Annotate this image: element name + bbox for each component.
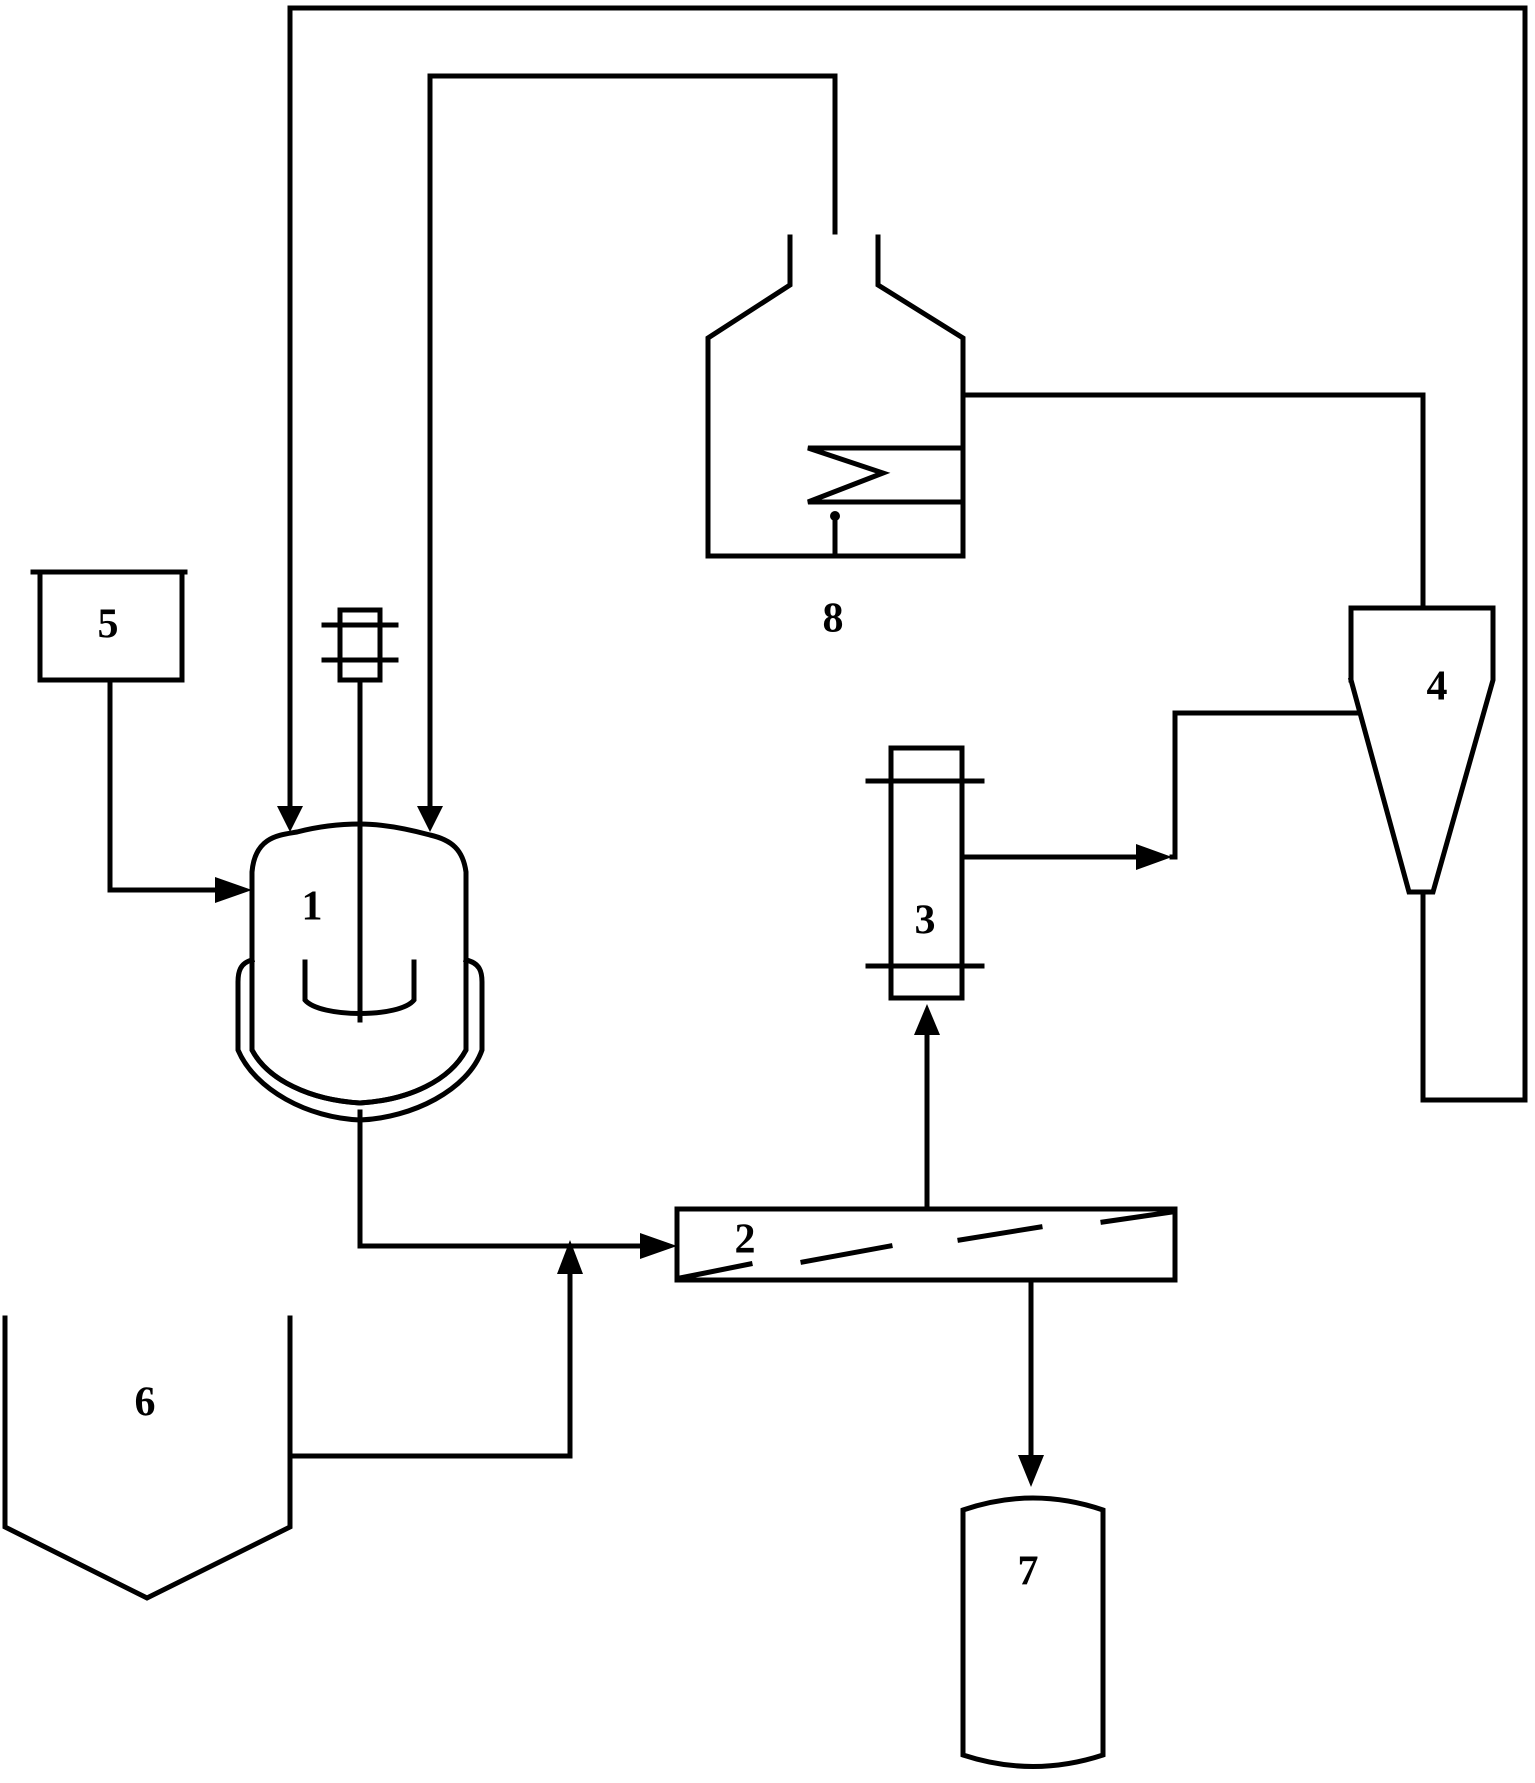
line-reactor-to-conveyor: [357, 1109, 643, 1249]
arrow-into-reactor-right: [417, 806, 443, 832]
label-4: 4: [1427, 664, 1448, 710]
arrow-into-tank: [1018, 1455, 1044, 1487]
label-7: 7: [1018, 1549, 1039, 1595]
product-tank-7: [960, 1495, 1106, 1769]
label-1: 1: [302, 884, 323, 930]
arrow-into-reactor-left: [277, 806, 303, 832]
feed-tank-5: [30, 569, 188, 683]
line-scrubber-to-cyclone: [960, 392, 1426, 608]
reactor-1: [235, 607, 485, 1123]
line-hopper-to-conveyor: [287, 1269, 573, 1459]
recycle-line-inner: [427, 73, 838, 811]
label-6: 6: [135, 1380, 156, 1426]
arrow-into-cyclone-riser: [1136, 844, 1172, 870]
scrubber-8: [705, 234, 966, 559]
label-2: 2: [735, 1217, 756, 1263]
screw-conveyor-2: [674, 1206, 1178, 1283]
recycle-line-outer: [287, 5, 1528, 1103]
condenser-3: [865, 745, 985, 1001]
arrow-into-reactor-side: [215, 877, 252, 903]
label-8: 8: [823, 596, 844, 642]
label-3: 3: [915, 898, 936, 944]
line-feedtank-to-reactor: [107, 677, 218, 893]
arrow-hopper-up: [557, 1240, 583, 1274]
arrow-into-conveyor: [640, 1233, 677, 1259]
heating-coil: [807, 445, 966, 505]
arrow-into-condenser: [914, 1004, 940, 1035]
cyclone-4: [1347, 605, 1496, 895]
label-5: 5: [98, 602, 119, 648]
line-cyclone-inlet: [1169, 710, 1361, 860]
hopper-6: [2, 1315, 293, 1601]
